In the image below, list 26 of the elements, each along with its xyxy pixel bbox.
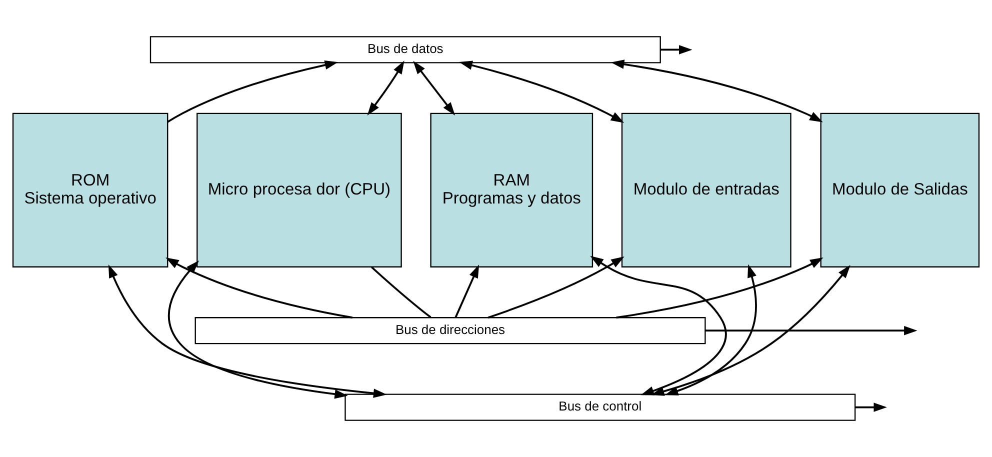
node-box: Bus de datos: [150, 36, 661, 64]
node-box: Modulo de entradas: [621, 112, 792, 268]
arrow: [616, 258, 824, 318]
arrow: [488, 256, 624, 318]
arrow: [590, 256, 727, 396]
arrow: [705, 326, 918, 336]
arrow: [167, 60, 338, 123]
connector: [371, 266, 432, 318]
arrow: [664, 264, 757, 396]
node-box: Bus de direcciones: [194, 317, 706, 344]
arrow: [108, 264, 387, 398]
node-box: Micro procesa dor (CPU): [196, 112, 402, 268]
arrow: [413, 60, 456, 116]
node-box: Bus de control: [344, 394, 856, 421]
arrow: [459, 60, 624, 123]
arrow: [660, 45, 692, 54]
arrow: [166, 257, 353, 318]
arrow: [855, 402, 887, 412]
arrow: [650, 264, 850, 396]
arrow: [610, 60, 823, 122]
arrow: [168, 260, 348, 399]
node-box: RAM Programas y datos: [430, 112, 594, 268]
arrow: [367, 60, 404, 116]
node-box: ROM Sistema operativo: [12, 112, 168, 268]
arrow: [454, 264, 480, 318]
node-box: Modulo de Salidas: [820, 112, 980, 268]
